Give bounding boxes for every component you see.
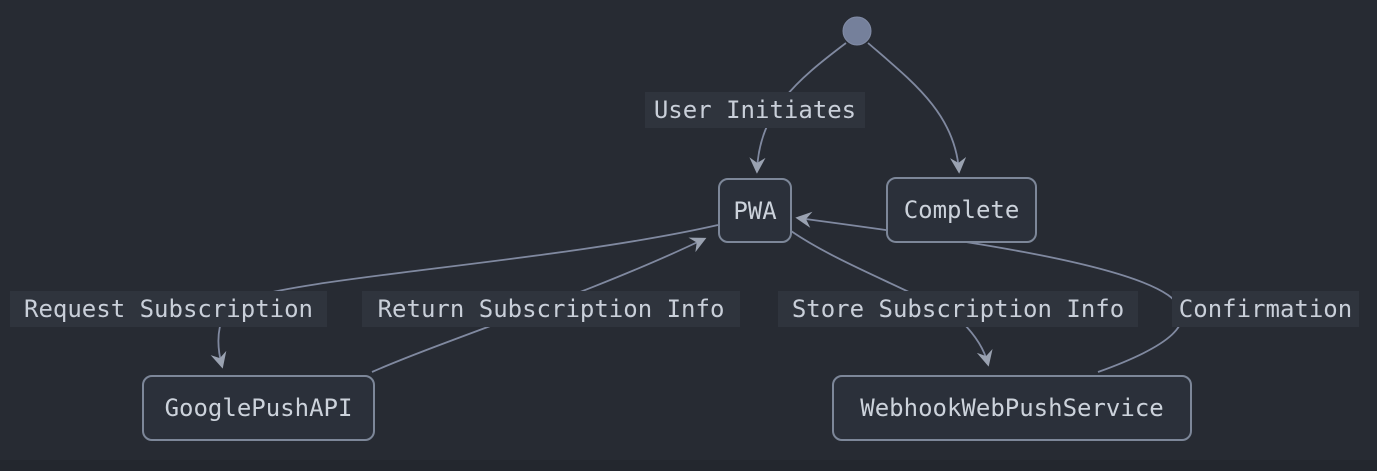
bottom-gutter xyxy=(0,460,1377,471)
edge-label-return-subscription-info: Return Subscription Info xyxy=(362,291,740,327)
state-node-webhookwebpushservice: WebhookWebPushService xyxy=(832,375,1192,441)
edge-label-request-subscription: Request Subscription xyxy=(10,291,327,327)
diagram-canvas: PWA Complete GooglePushAPI WebhookWebPus… xyxy=(10,16,1359,441)
state-node-complete: Complete xyxy=(886,177,1037,243)
state-node-googlepushapi: GooglePushAPI xyxy=(142,375,375,441)
initial-state-dot xyxy=(842,16,872,46)
edge-label-store-subscription-info: Store Subscription Info xyxy=(778,291,1138,327)
state-node-pwa: PWA xyxy=(718,178,792,243)
state-node-pwa-label: PWA xyxy=(733,196,777,225)
edge-label-confirmation: Confirmation xyxy=(1172,291,1359,327)
edge-label-user-initiates: User Initiates xyxy=(645,92,865,128)
edge-initial-to-complete xyxy=(867,42,967,174)
state-node-complete-label: Complete xyxy=(903,196,1020,224)
state-node-googlepushapi-label: GooglePushAPI xyxy=(164,394,353,422)
state-node-webhookwebpushservice-label: WebhookWebPushService xyxy=(860,394,1164,422)
